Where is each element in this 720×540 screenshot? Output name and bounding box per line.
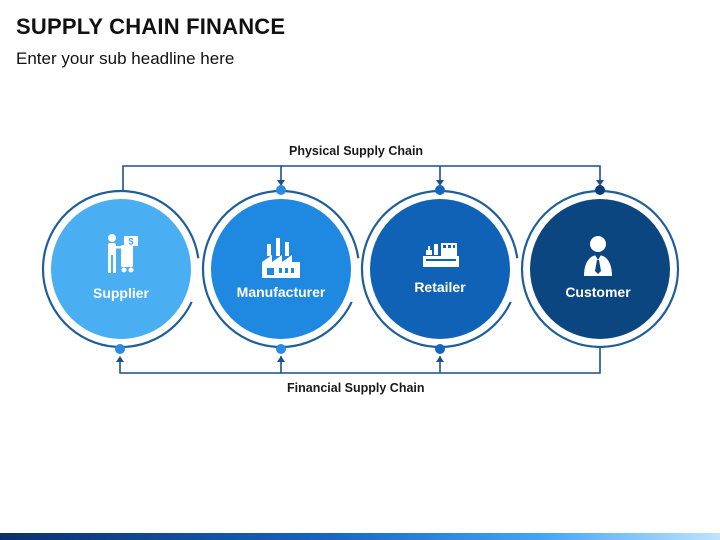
physical-line <box>122 165 601 190</box>
footer-gradient-bar <box>0 533 720 540</box>
arrow-up-icon <box>277 356 285 362</box>
connector-dot <box>595 185 605 195</box>
arrow-down-icon <box>277 180 285 186</box>
factory-icon <box>262 238 300 278</box>
arrow-down-icon <box>596 180 604 186</box>
connector-dot <box>435 185 445 195</box>
connector-dot <box>276 344 286 354</box>
supplier-label: Supplier <box>92 285 149 301</box>
financial-supply-chain-label: Financial Supply Chain <box>287 381 425 395</box>
retailer-label: Retailer <box>414 279 466 295</box>
customer-label: Customer <box>565 284 631 300</box>
arrow-up-icon <box>116 356 124 362</box>
connector-dot <box>435 344 445 354</box>
manufacturer-label: Manufacturer <box>236 284 326 300</box>
connector-dot <box>115 344 125 354</box>
supplier-ring <box>41 189 201 349</box>
arrow-up-icon <box>436 356 444 362</box>
svg-text:$: $ <box>128 237 133 247</box>
retailer-circle <box>370 199 510 339</box>
connector-dot <box>276 185 286 195</box>
businessman-icon <box>584 236 612 276</box>
retailer-ring <box>360 189 520 349</box>
financial-line <box>119 348 601 374</box>
physical-supply-chain-label: Physical Supply Chain <box>289 144 424 158</box>
store-icon <box>423 243 459 267</box>
page-subtitle: Enter your sub headline here <box>16 49 235 68</box>
manufacturer-ring <box>201 189 361 349</box>
supplier-icon: $ <box>108 234 138 273</box>
supplier-circle <box>51 199 191 339</box>
page-title: SUPPLY CHAIN FINANCE <box>16 14 286 39</box>
arrow-down-icon <box>436 180 444 186</box>
